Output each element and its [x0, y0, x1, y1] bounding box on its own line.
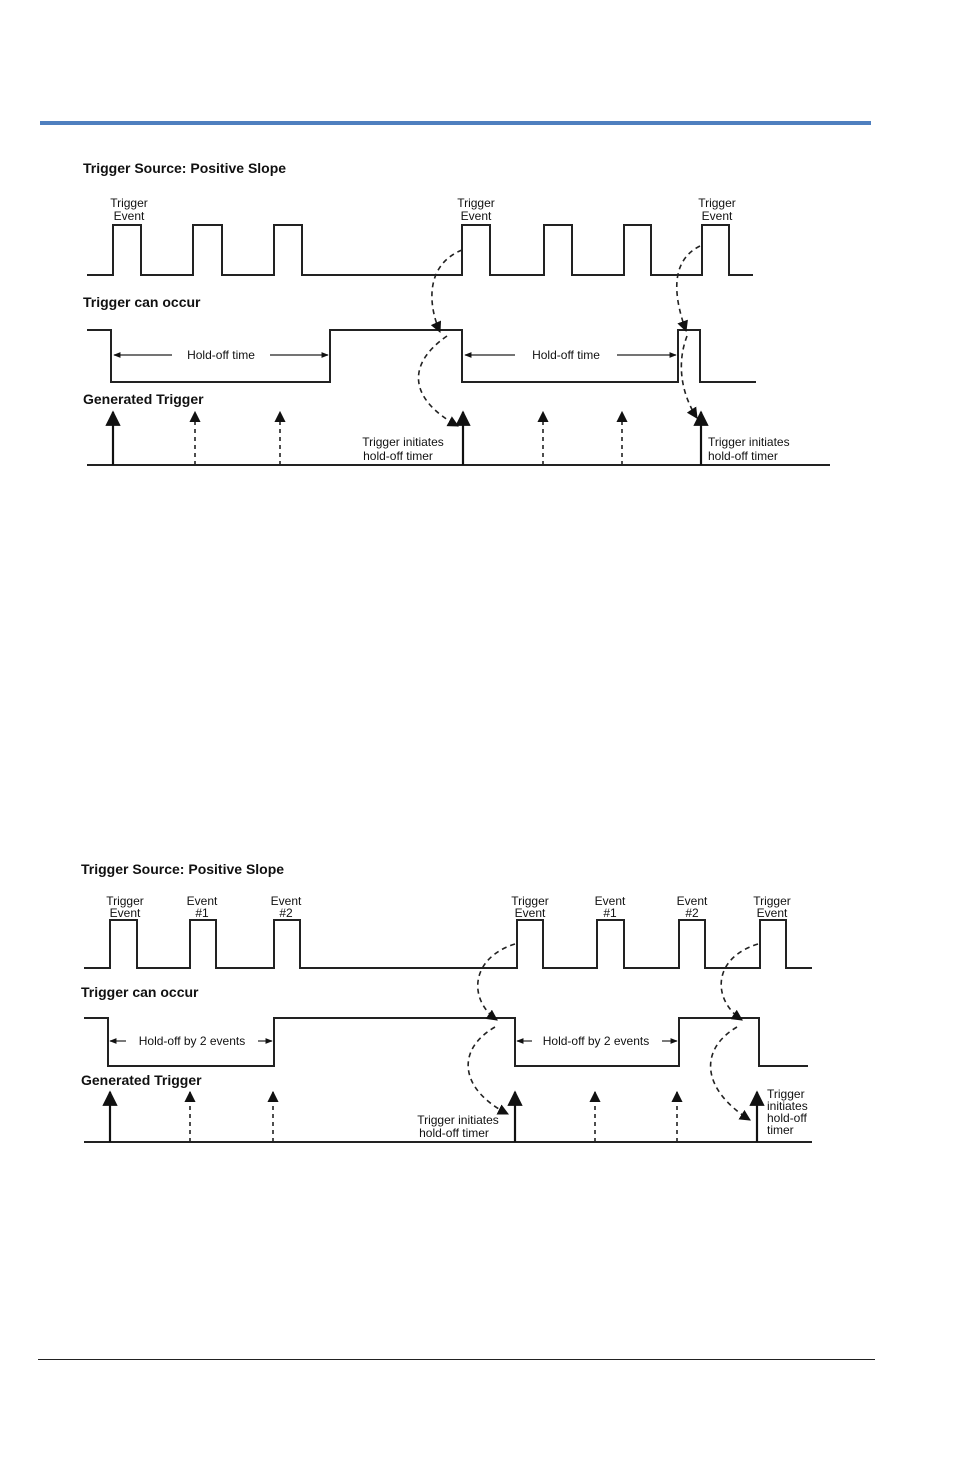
holdoff-time-label: Hold-off time: [187, 348, 255, 362]
generated-trigger-label: Generated Trigger: [83, 391, 204, 407]
trigger-initiates-note: initiates: [767, 1099, 808, 1113]
trigger-can-occur-waveform: [87, 329, 756, 383]
generated-trigger-label: Generated Trigger: [81, 1072, 202, 1088]
pulse-label: Event: [187, 894, 218, 908]
curved-dashed-arrow: [417, 335, 459, 427]
pulse-label: Trigger: [106, 894, 144, 908]
pulse-label: #1: [195, 906, 209, 920]
pulse-label: Event: [677, 894, 708, 908]
trigger-initiates-note: Trigger initiates: [708, 435, 790, 449]
holdoff-time-label: Hold-off time: [532, 348, 600, 362]
curved-dashed-arrow: [709, 1026, 751, 1121]
trigger-can-occur-waveform: [84, 1017, 808, 1067]
pulse-label: #2: [279, 906, 293, 920]
pulse-label: Trigger: [511, 894, 549, 908]
pulse-label: Trigger: [753, 894, 791, 908]
trigger-source-waveform: [87, 224, 753, 276]
holdoff-time-diagram: Trigger Source: Positive Slope Trigger E…: [83, 160, 830, 466]
trigger-initiates-note: Trigger: [767, 1087, 805, 1101]
trigger-initiates-note: hold-off timer: [363, 449, 433, 463]
pulse-label: Event: [595, 894, 626, 908]
curved-dashed-arrow: [680, 335, 698, 419]
curved-dashed-arrow: [476, 943, 516, 1021]
holdoff-events-diagram: Trigger Source: Positive Slope Trigger E…: [81, 861, 812, 1143]
footer-rule: [38, 1359, 875, 1360]
header-rule: [40, 121, 871, 125]
trigger-initiates-note: hold-off timer: [708, 449, 778, 463]
pulse-label: Event: [757, 906, 788, 920]
pulse-label: Event: [515, 906, 546, 920]
curved-dashed-arrow: [675, 245, 701, 333]
curved-dashed-arrow: [720, 943, 759, 1021]
pulse-label: Event: [702, 209, 733, 223]
pulse-label: Trigger: [457, 196, 495, 210]
diagram-title: Trigger Source: Positive Slope: [81, 861, 284, 877]
pulse-label: Event: [461, 209, 492, 223]
curved-dashed-arrow: [467, 1026, 510, 1115]
trigger-source-waveform: [84, 919, 812, 969]
holdoff-events-label: Hold-off by 2 events: [139, 1034, 246, 1048]
curved-dashed-arrow: [430, 249, 463, 334]
pulse-label: Event: [114, 209, 145, 223]
pulse-label: Trigger: [698, 196, 736, 210]
diagram-title: Trigger Source: Positive Slope: [83, 160, 286, 176]
trigger-can-occur-label: Trigger can occur: [83, 294, 201, 310]
trigger-can-occur-label: Trigger can occur: [81, 984, 199, 1000]
pulse-label: Event: [110, 906, 141, 920]
trigger-initiates-note: hold-off timer: [419, 1126, 489, 1140]
holdoff-events-label: Hold-off by 2 events: [543, 1034, 650, 1048]
pulse-label: #2: [685, 906, 699, 920]
trigger-initiates-note: Trigger initiates: [417, 1113, 499, 1127]
trigger-initiates-note: timer: [767, 1123, 794, 1137]
trigger-initiates-note: hold-off: [767, 1111, 807, 1125]
pulse-label: Trigger: [110, 196, 148, 210]
pulse-label: #1: [603, 906, 617, 920]
pulse-label: Event: [271, 894, 302, 908]
trigger-initiates-note: Trigger initiates: [362, 435, 444, 449]
